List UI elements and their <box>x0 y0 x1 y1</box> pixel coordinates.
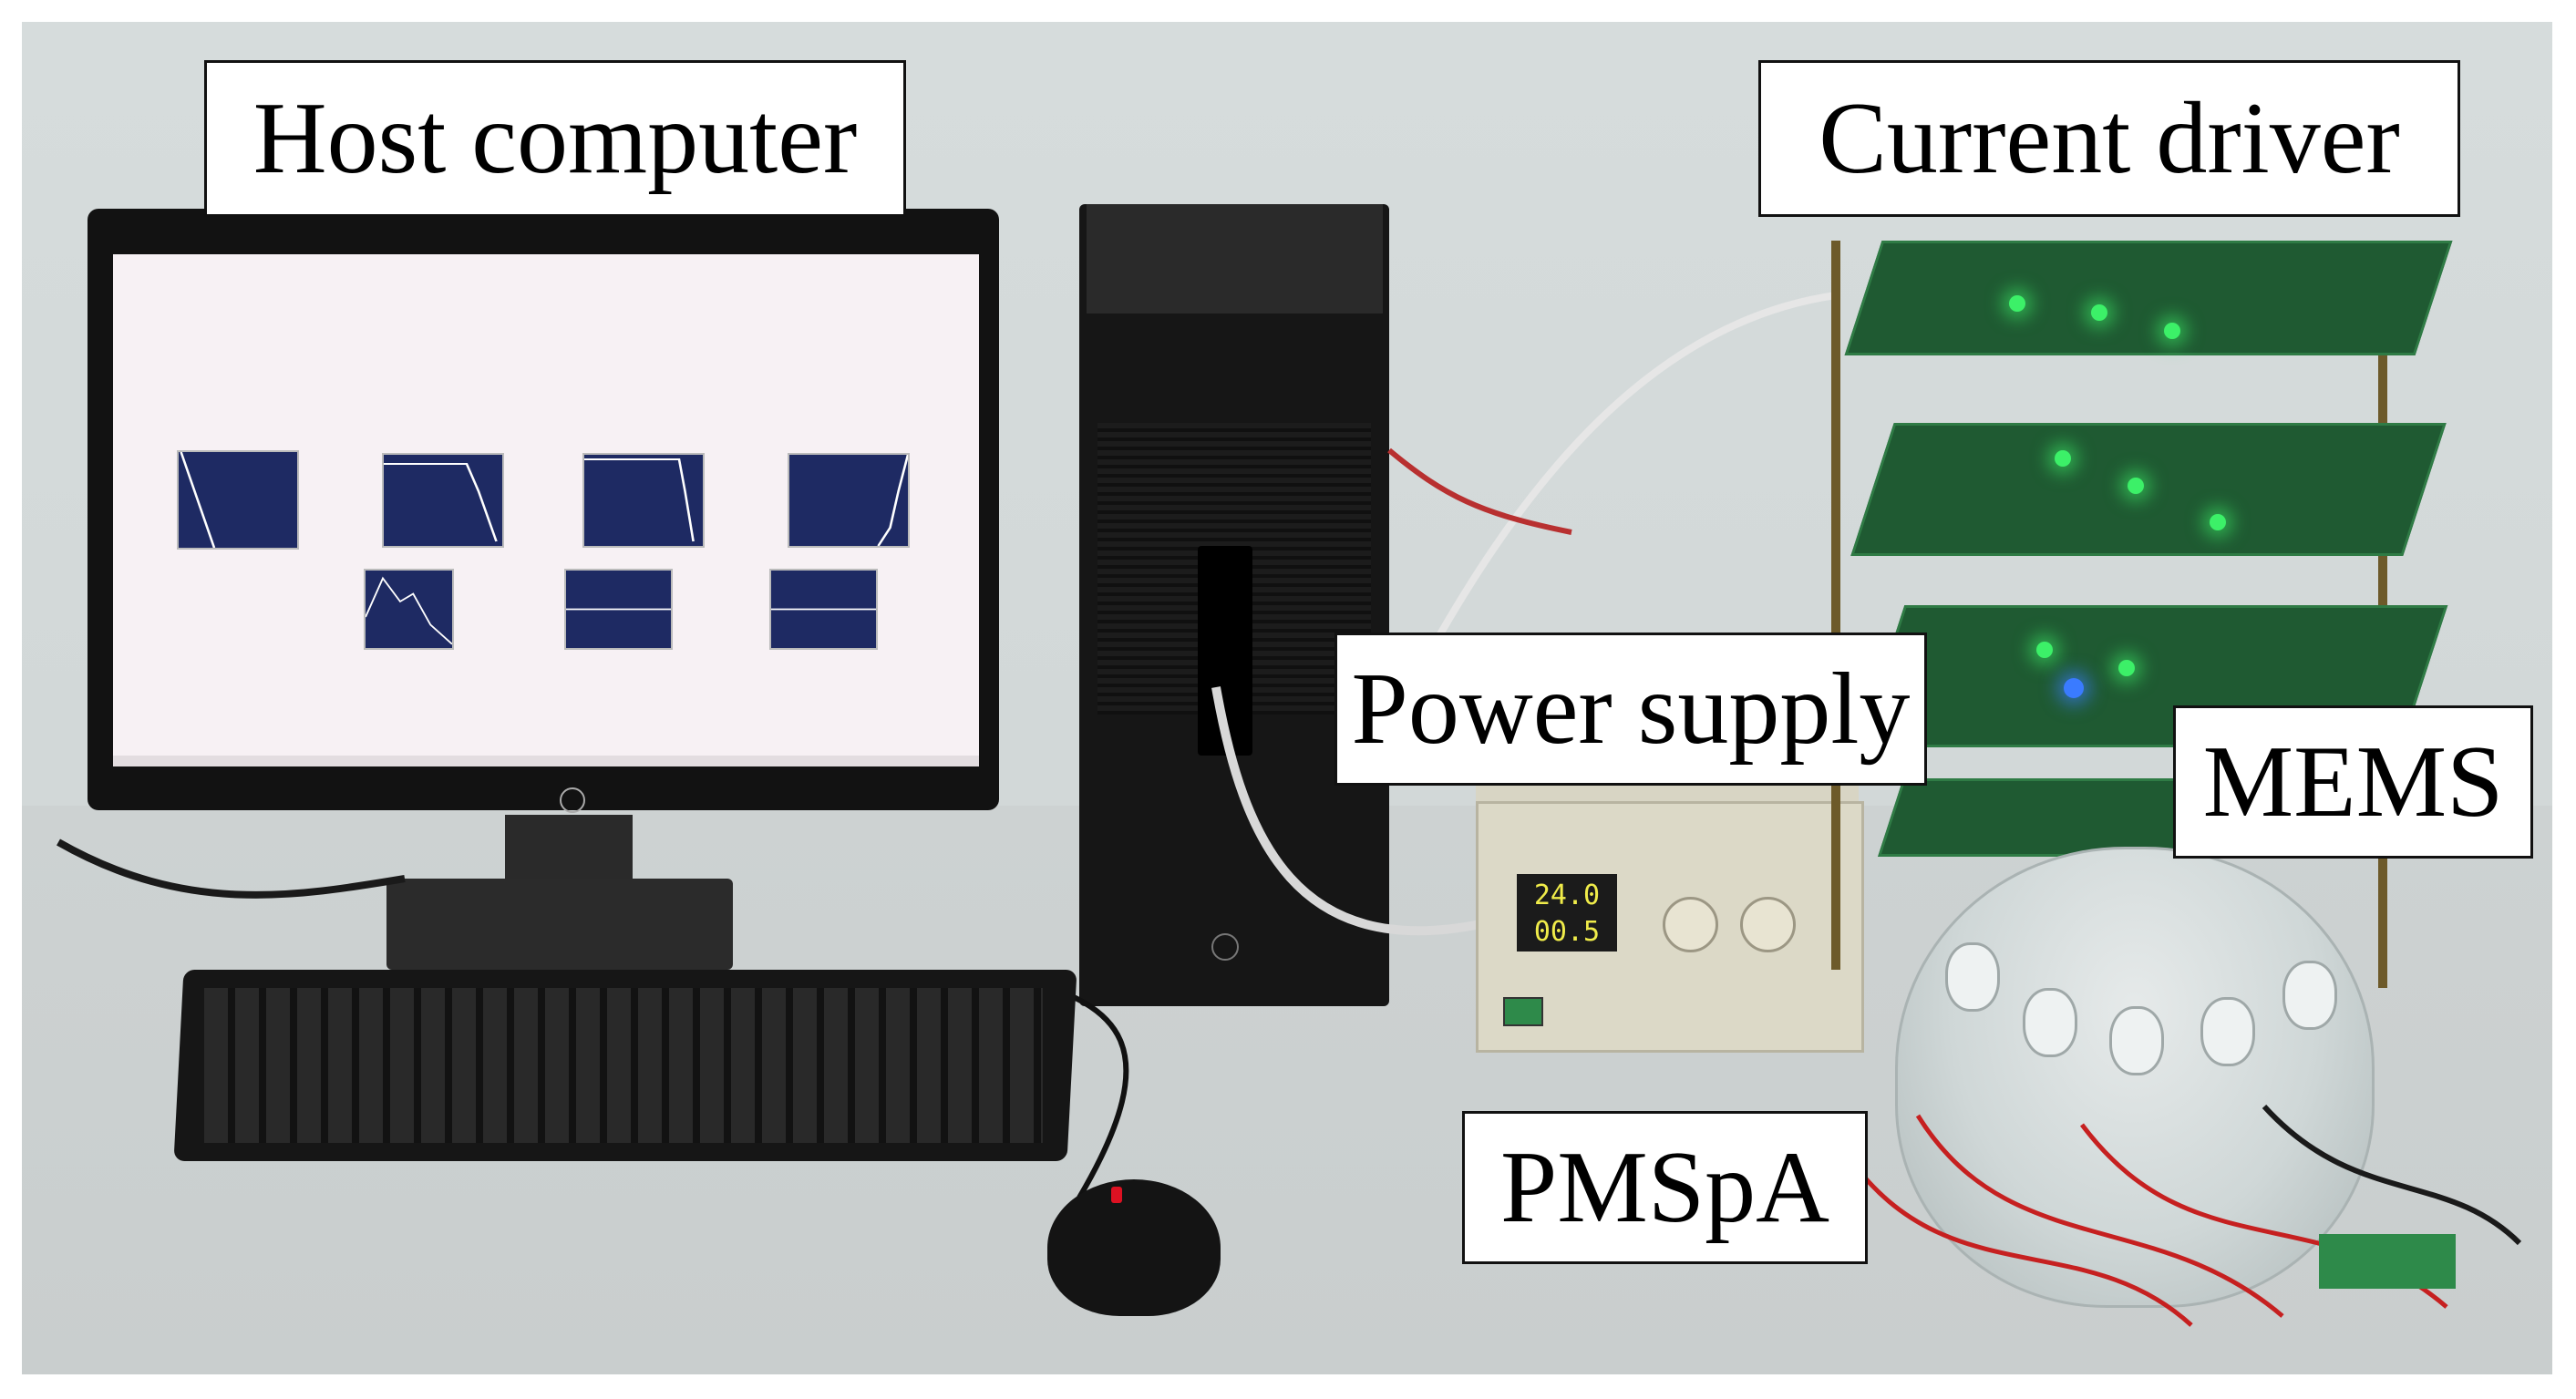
mouse <box>1047 1179 1221 1316</box>
label-host-computer: Host computer <box>204 60 906 217</box>
red-wiring <box>1842 1104 2522 1327</box>
led-indicator-blue <box>2064 678 2084 698</box>
current-readout: 00.5 <box>1533 916 1601 948</box>
led-indicator <box>2055 450 2071 467</box>
monitor-stand-base <box>386 879 733 970</box>
label-current-driver: Current driver <box>1758 60 2460 217</box>
actuator-pod <box>2109 1006 2164 1075</box>
current-knob <box>1740 897 1796 952</box>
led-indicator <box>2118 660 2135 676</box>
pc-hp-logo-icon <box>1211 933 1239 961</box>
cables <box>57 292 1837 1199</box>
lab-setup-photo: 24.0 00.5 Host computer Current driver P… <box>22 22 2552 1374</box>
screen-plot-6 <box>564 569 673 650</box>
screen-taskbar <box>113 756 979 766</box>
mouse-scroll-wheel <box>1111 1187 1122 1203</box>
pc-tower-top-panel <box>1087 204 1383 314</box>
screen-plot-4 <box>788 453 910 548</box>
label-mems: MEMS <box>2173 705 2533 859</box>
monitor-screen <box>113 254 979 760</box>
screen-plot-5 <box>364 569 454 650</box>
led-indicator <box>2036 642 2053 658</box>
led-indicator <box>2009 295 2025 312</box>
actuator-pod <box>1945 942 2000 1012</box>
keyboard-keys <box>204 988 1043 1143</box>
driver-board-2 <box>1850 423 2447 556</box>
actuator-pod <box>2200 997 2255 1066</box>
label-pmspa: PMSpA <box>1462 1111 1868 1264</box>
power-button <box>1503 997 1543 1026</box>
screen-plot-7 <box>769 569 878 650</box>
hp-logo-icon <box>560 787 585 813</box>
driver-board-1 <box>1844 241 2453 355</box>
screen-plot-2 <box>382 453 504 548</box>
label-power-supply: Power supply <box>1334 633 1927 786</box>
led-indicator <box>2164 323 2180 339</box>
screen-plot-1 <box>177 450 299 550</box>
actuator-pod <box>2023 988 2077 1057</box>
actuator-pod <box>2282 961 2337 1030</box>
screen-plot-3 <box>582 453 705 548</box>
pmspa-dome <box>1895 847 2375 1308</box>
voltage-knob <box>1663 897 1718 952</box>
stack-rod-left <box>1831 241 1840 970</box>
led-indicator <box>2128 478 2144 494</box>
power-supply-display: 24.0 00.5 <box>1517 874 1617 952</box>
led-indicator <box>2210 514 2226 530</box>
voltage-readout: 24.0 <box>1533 880 1601 911</box>
led-indicator <box>2091 304 2107 321</box>
